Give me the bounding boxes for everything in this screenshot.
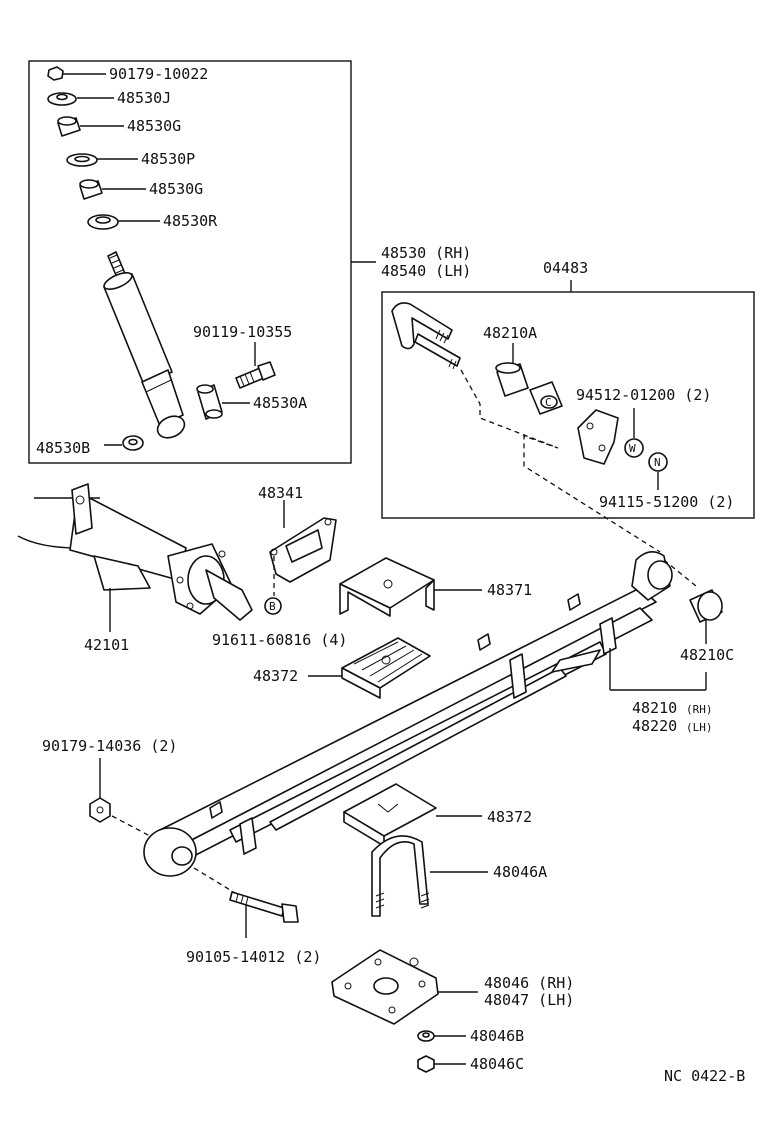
nut-48046C — [417, 1055, 466, 1073]
diagram-code: NC 0422-B — [664, 1067, 745, 1085]
label-48540-lh: 48540 (LH) — [381, 262, 471, 280]
axle-housing-42101 — [17, 483, 253, 632]
shock-absorber-48530 — [103, 251, 186, 439]
label-48046B: 48046B — [470, 1027, 524, 1045]
bushing-48210A-second: C — [529, 381, 563, 415]
bracket-48341 — [269, 500, 337, 583]
washer-48046B — [417, 1030, 466, 1042]
plate-48530P — [66, 153, 138, 167]
marker-W: W — [629, 442, 636, 455]
label-48341: 48341 — [258, 484, 303, 502]
label-48210A: 48210A — [483, 324, 537, 342]
label-90119-10355: 90119-10355 — [193, 323, 292, 341]
pad-48372-lower — [343, 783, 482, 847]
label-48047-lh: 48047 (LH) — [484, 991, 574, 1009]
label-48210-rh: (RH) — [686, 703, 713, 716]
pad-48372-upper — [308, 637, 431, 699]
label-90105-14012: 90105-14012 (2) — [186, 948, 321, 966]
label-48220: 48220 — [632, 717, 677, 735]
label-90179-14036: 90179-14036 (2) — [42, 737, 177, 755]
nut-90179-14036 — [89, 758, 151, 837]
nut-N: N — [648, 452, 668, 490]
label-48372-lower: 48372 — [487, 808, 532, 826]
retainer-48530R — [87, 214, 160, 230]
label-91611-60816: 91611-60816 (4) — [212, 631, 347, 649]
nut-90179-10022 — [47, 66, 106, 81]
label-48530G-upper: 48530G — [127, 117, 181, 135]
leaf-spring — [143, 551, 673, 877]
label-48371: 48371 — [487, 581, 532, 599]
marker-C: C — [545, 396, 552, 409]
label-48210C: 48210C — [680, 646, 734, 664]
spring-seat-48046 — [331, 949, 478, 1025]
label-48046A: 48046A — [493, 863, 547, 881]
label-48046C: 48046C — [470, 1055, 524, 1073]
label-42101: 42101 — [84, 636, 129, 654]
nut-B: B — [264, 597, 282, 615]
label-48372-upper: 48372 — [253, 667, 298, 685]
bushing-48210C — [663, 559, 723, 644]
shackle-pin-assembly — [391, 302, 461, 370]
label-48530P: 48530P — [141, 150, 195, 168]
label-94512-01200: 94512-01200 (2) — [576, 386, 711, 404]
bolt-90119-10355 — [235, 342, 276, 389]
label-48210: 48210 — [632, 699, 677, 717]
bushing-48530A — [196, 384, 250, 420]
label-48530G-lower: 48530G — [149, 180, 203, 198]
bushing-48210A — [495, 343, 529, 397]
kit-to-spring-dashline — [460, 369, 661, 553]
marker-B: B — [269, 600, 276, 613]
bolt-90105-14012 — [229, 891, 299, 938]
washer-W: W — [624, 408, 644, 458]
marker-N: N — [654, 456, 661, 469]
label-48530R: 48530R — [163, 212, 218, 230]
label-48530-rh: 48530 (RH) — [381, 244, 471, 262]
washer-48530B — [104, 435, 144, 451]
bushing-48530G-upper — [57, 116, 124, 137]
bushing-48530G-lower — [79, 179, 146, 200]
label-90179-10022: 90179-10022 — [109, 65, 208, 83]
washer-48530J — [47, 92, 114, 106]
label-48530J: 48530J — [117, 89, 171, 107]
label-04483: 04483 — [543, 259, 588, 277]
u-bolt-48046A — [371, 835, 488, 917]
leader-48210-48220 — [609, 648, 707, 691]
label-48530B: 48530B — [36, 439, 90, 457]
shackle-kit-frame — [381, 291, 755, 519]
label-48530A: 48530A — [253, 394, 307, 412]
spacer-48371 — [339, 557, 482, 617]
label-94115-51200: 94115-51200 (2) — [599, 493, 734, 511]
label-48046-rh: 48046 (RH) — [484, 974, 574, 992]
shackle-plate — [577, 409, 619, 465]
label-48220-lh: (LH) — [686, 721, 713, 734]
